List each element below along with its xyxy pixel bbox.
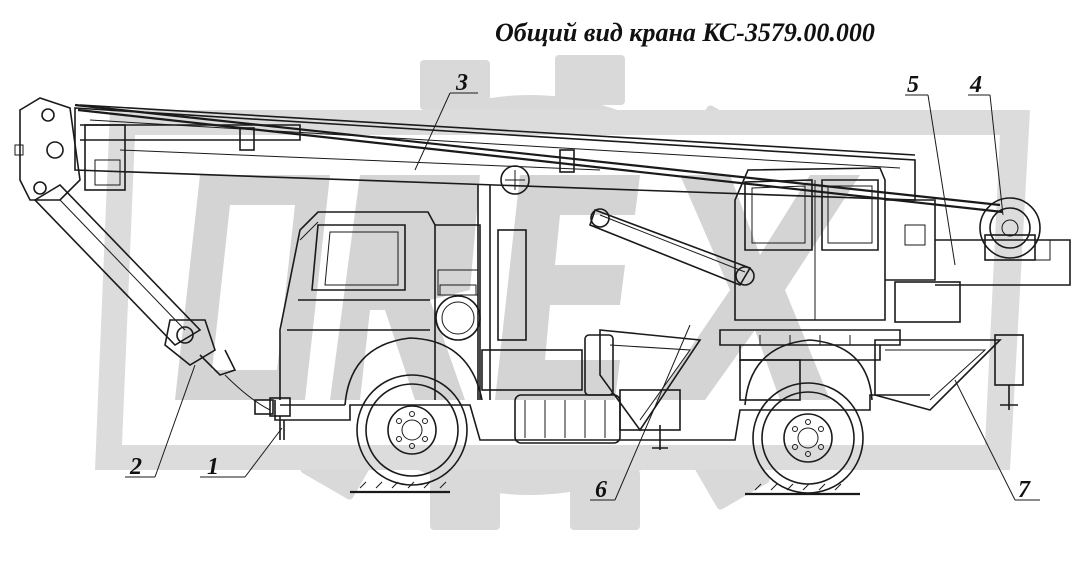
crane-cab <box>734 167 886 321</box>
counterweight <box>885 199 1071 323</box>
callout-5-label: 5 <box>907 72 919 98</box>
outriggers <box>599 329 1024 450</box>
callout-1: 1 <box>200 427 283 480</box>
callout-4: 4 <box>968 72 1004 216</box>
truck-cab <box>279 211 481 400</box>
callout-3: 3 <box>414 70 478 171</box>
rear-wheel <box>744 339 873 494</box>
callout-2: 2 <box>125 364 196 480</box>
callout-3-label: 3 <box>455 70 468 96</box>
lift-cylinder <box>589 208 755 286</box>
turntable <box>719 329 901 361</box>
drawing-title: Общий вид крана КС-3579.00.000 <box>495 18 875 47</box>
callout-5: 5 <box>905 72 956 266</box>
callout-1-label: 1 <box>207 454 219 480</box>
front-wheel <box>344 337 483 486</box>
callout-6: 6 <box>590 324 691 503</box>
callout-6-label: 6 <box>595 477 607 503</box>
jib-hook <box>33 183 274 415</box>
ground-hatch <box>350 481 860 496</box>
boom-head <box>14 97 81 201</box>
watermark-logo <box>95 55 1030 530</box>
callout-7-label: 7 <box>1018 477 1031 503</box>
winch <box>979 197 1051 261</box>
callout-7: 7 <box>954 379 1040 503</box>
callout-4-label: 4 <box>969 72 982 98</box>
chassis-equipment <box>477 185 801 444</box>
hoist-ropes <box>74 103 1004 214</box>
chassis-frame <box>269 394 930 441</box>
callout-2-label: 2 <box>129 454 142 480</box>
